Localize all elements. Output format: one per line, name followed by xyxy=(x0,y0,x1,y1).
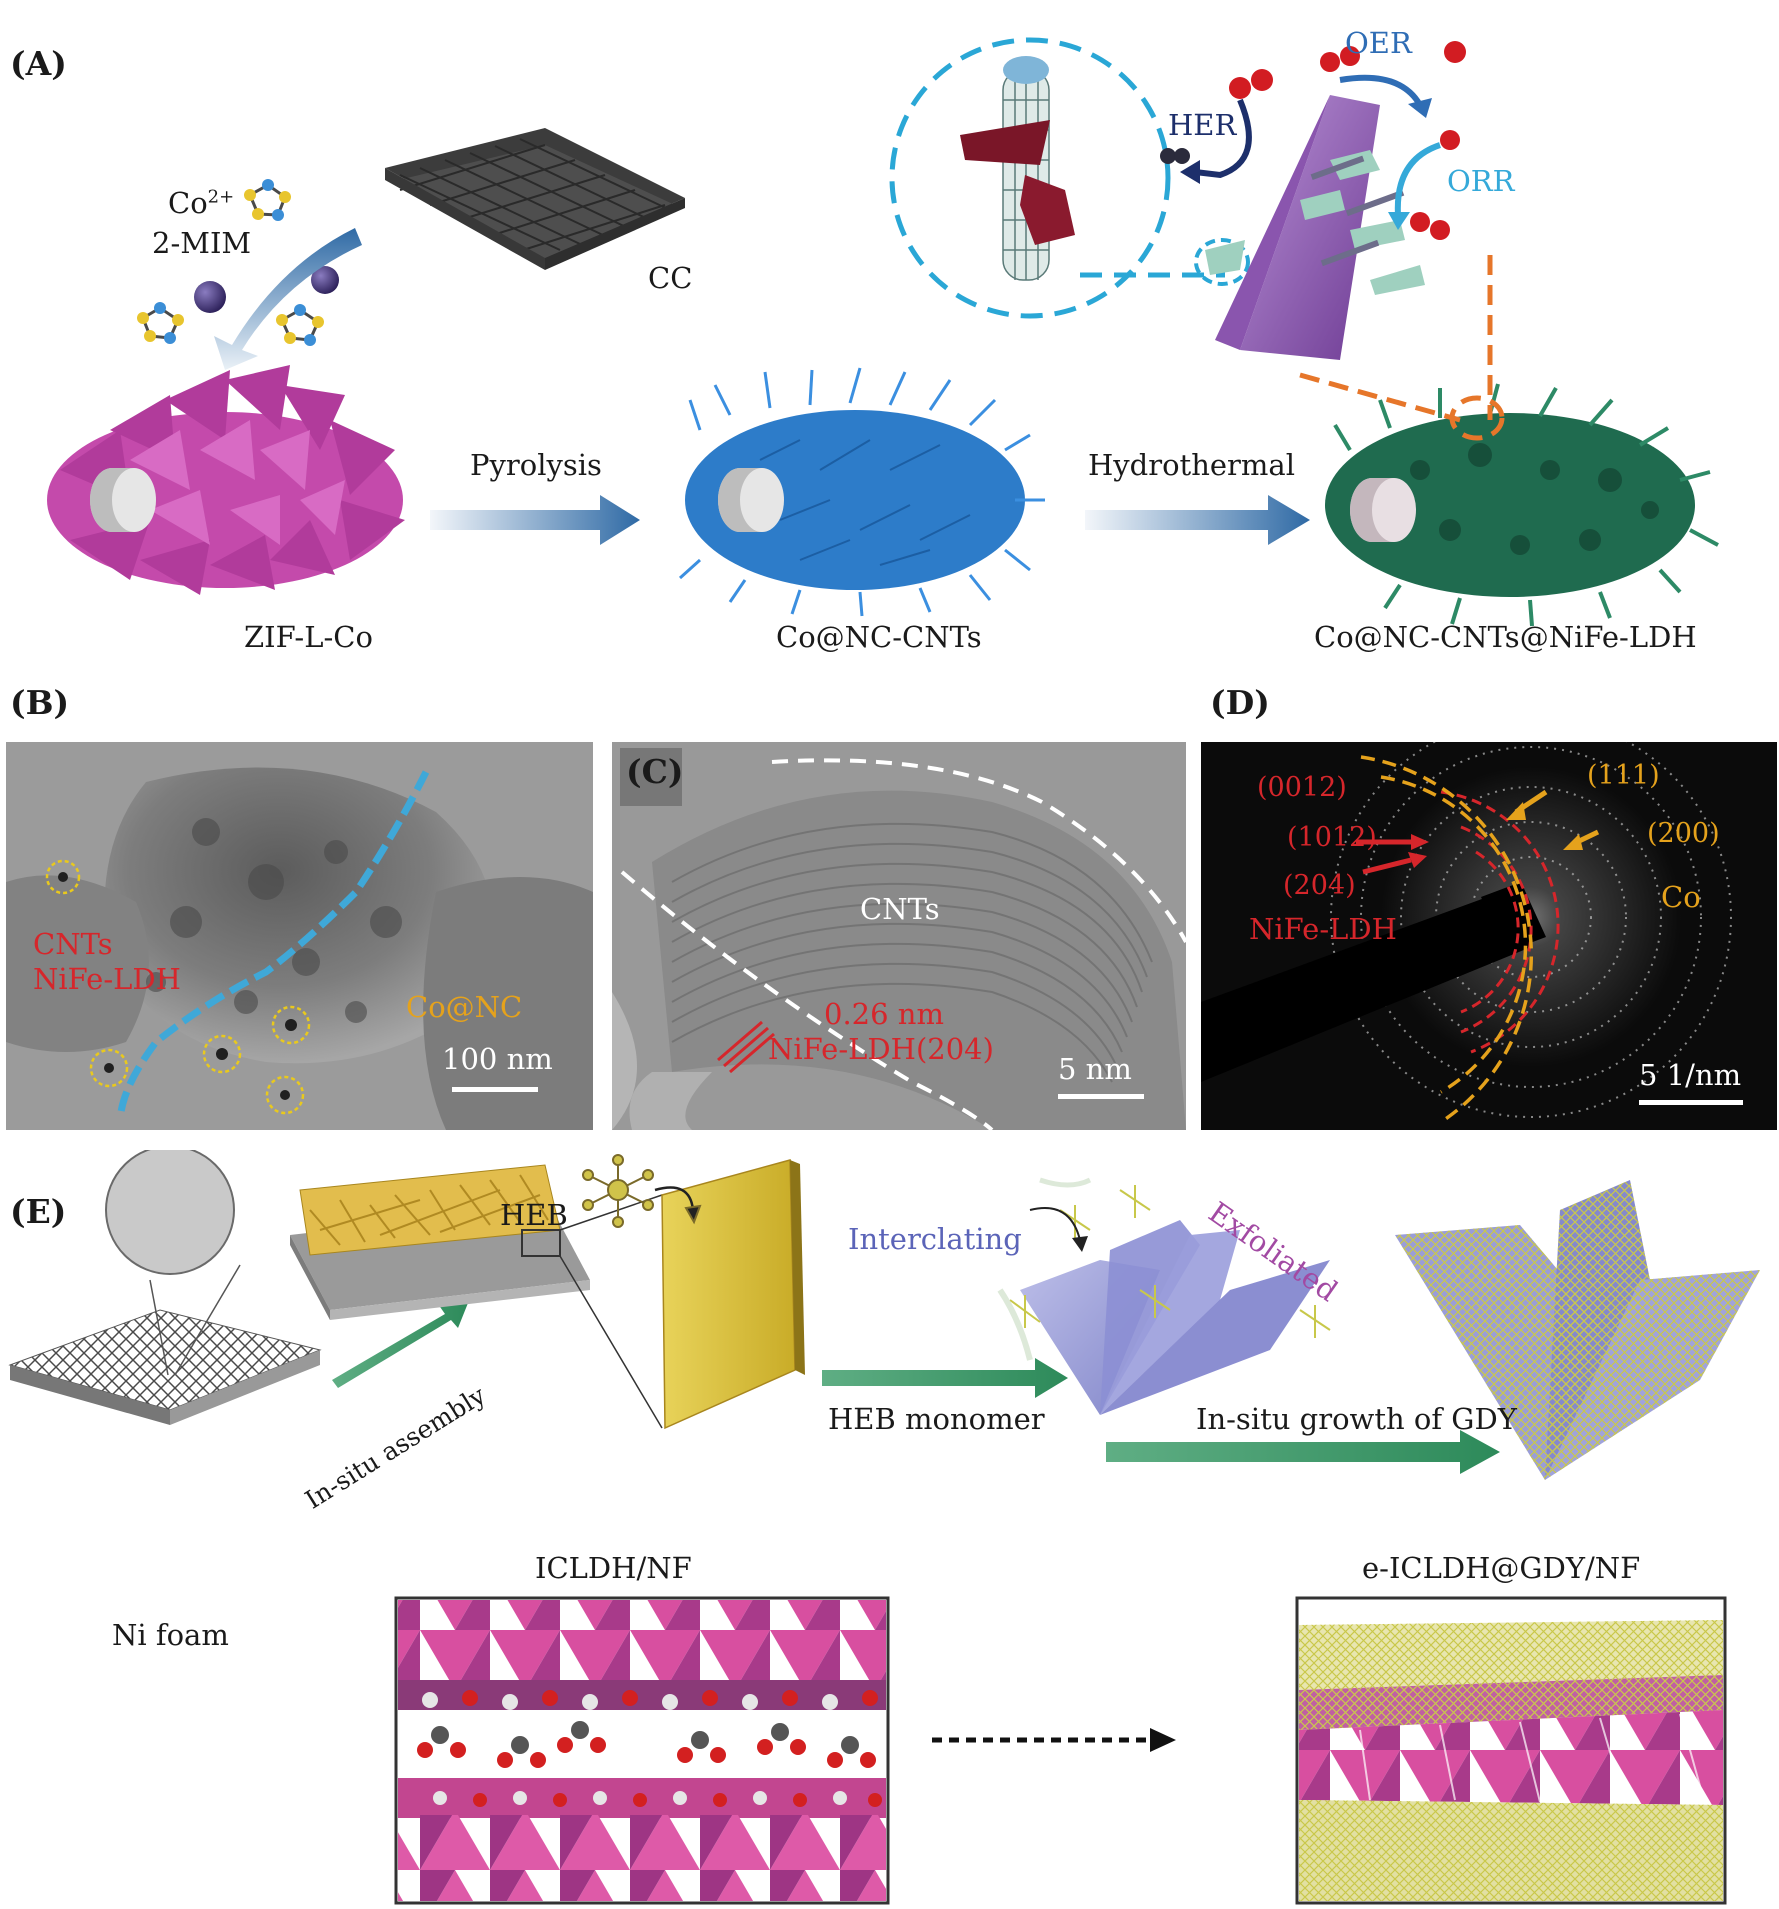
panel-d-plane-0012: (0012) xyxy=(1257,772,1347,803)
panel-e-growth-label: In-situ growth of GDY xyxy=(1196,1402,1517,1436)
panel-c-letter: (C) xyxy=(626,752,684,791)
reagent-ion-label: Co2+ xyxy=(168,186,234,220)
product-co-nc-cnts-label: Co@NC-CNTs xyxy=(776,620,982,654)
ni-foam-icon xyxy=(8,1150,322,1425)
growth-arrow-icon xyxy=(1106,1430,1500,1474)
panel-b-letter: (B) xyxy=(10,683,70,722)
panel-d-saed-image: (0012) (1012) (204) NiFe-LDH (111) (200)… xyxy=(1201,742,1777,1130)
reagent-ion-text: Co xyxy=(168,186,208,220)
panel-d-scale-label: 5 1/nm xyxy=(1639,1058,1742,1092)
panel-e-box2-label: e-ICLDH@GDY/NF xyxy=(1362,1551,1641,1585)
ldh-array-icon xyxy=(290,1159,805,1430)
ligand-molecules-icon xyxy=(137,179,339,346)
panel-a-graphics xyxy=(47,37,1719,627)
panel-c-spacing-label: 0.26 nm xyxy=(824,997,944,1031)
panel-b-cnts-label: CNTs xyxy=(33,927,113,961)
monomer-arrow-icon xyxy=(822,1358,1068,1398)
panel-c-scalebar xyxy=(1058,1094,1144,1099)
panel-c-cnts-label: CNTs xyxy=(860,892,940,926)
panel-d-plane-1012: (1012) xyxy=(1287,822,1377,853)
panel-b-tem-image: CNTs NiFe-LDH Co@NC 100 nm xyxy=(6,742,593,1130)
step-pyrolysis-label: Pyrolysis xyxy=(470,448,602,482)
panel-d-plane-204: (204) xyxy=(1283,870,1356,901)
product-zif-label: ZIF-L-Co xyxy=(244,620,373,654)
substrate-cc-label: CC xyxy=(648,261,693,295)
reaction-oer-label: OER xyxy=(1345,26,1412,60)
exfoliating-sheets-icon xyxy=(997,1177,1331,1415)
panel-d-plane-200: (200) xyxy=(1647,818,1720,849)
orange-dashed-link-icon xyxy=(1299,255,1505,441)
step-hydrothermal-label: Hydrothermal xyxy=(1088,448,1295,482)
co-nc-cnts-nife-ldh-icon xyxy=(1325,383,1719,627)
cnt-zoom-icon xyxy=(889,37,1250,319)
panel-d-ldh-label: NiFe-LDH xyxy=(1249,912,1397,946)
gdy-coated-sheets-icon xyxy=(1395,1180,1760,1480)
panel-d-plane-111: (111) xyxy=(1587,760,1660,791)
panel-e-heb-label: HEB xyxy=(500,1198,568,1232)
panel-b-ldh-label: NiFe-LDH xyxy=(33,962,181,996)
reagent-ligand-label: 2-MIM xyxy=(152,226,252,260)
panel-e-ni-foam-label: Ni foam xyxy=(112,1618,229,1652)
pyrolysis-arrow-icon xyxy=(430,495,640,545)
reagent-ion-charge: 2+ xyxy=(207,186,235,208)
co-nc-cnts-icon xyxy=(678,367,1045,617)
reaction-her-label: HER xyxy=(1168,108,1237,142)
panel-e-graphics xyxy=(8,1150,1760,1905)
panel-d-scalebar xyxy=(1639,1100,1743,1105)
heb-molecule-icon xyxy=(582,1154,702,1228)
icldh-nf-structure-icon xyxy=(394,1596,890,1905)
carbon-cloth-icon xyxy=(385,128,685,270)
panel-b-conc-label: Co@NC xyxy=(406,990,523,1024)
assembly-arrow-icon xyxy=(332,1298,470,1388)
panel-c-plane-label: NiFe-LDH(204) xyxy=(768,1032,994,1066)
curved-arrow-icon xyxy=(214,228,362,370)
panel-a-letter: (A) xyxy=(10,44,67,83)
panel-d-letter: (D) xyxy=(1210,683,1270,722)
e-icldh-gdy-nf-structure-icon xyxy=(1295,1596,1727,1905)
panel-e-letter: (E) xyxy=(10,1192,67,1231)
zif-l-co-icon xyxy=(47,365,405,595)
panel-c-scale-label: 5 nm xyxy=(1058,1052,1132,1086)
panel-b-scale-label: 100 nm xyxy=(442,1042,553,1076)
product-ldh-label: Co@NC-CNTs@NiFe-LDH xyxy=(1314,620,1697,654)
panel-e-monomer-label: HEB monomer xyxy=(828,1402,1045,1436)
panel-e-interclating-label: Interclating xyxy=(848,1222,1022,1256)
panel-b-scalebar xyxy=(452,1087,538,1092)
panel-e-box1-label: ICLDH/NF xyxy=(535,1551,692,1585)
panel-c-hrtem-image: (C) CNTs 0.26 nm NiFe-LDH(204) 5 nm xyxy=(612,742,1186,1130)
reaction-orr-label: ORR xyxy=(1447,164,1515,198)
hydrothermal-arrow-icon xyxy=(1085,495,1310,545)
catalyst-prism-icon xyxy=(1160,41,1466,360)
panel-d-co-label: Co xyxy=(1661,880,1701,914)
